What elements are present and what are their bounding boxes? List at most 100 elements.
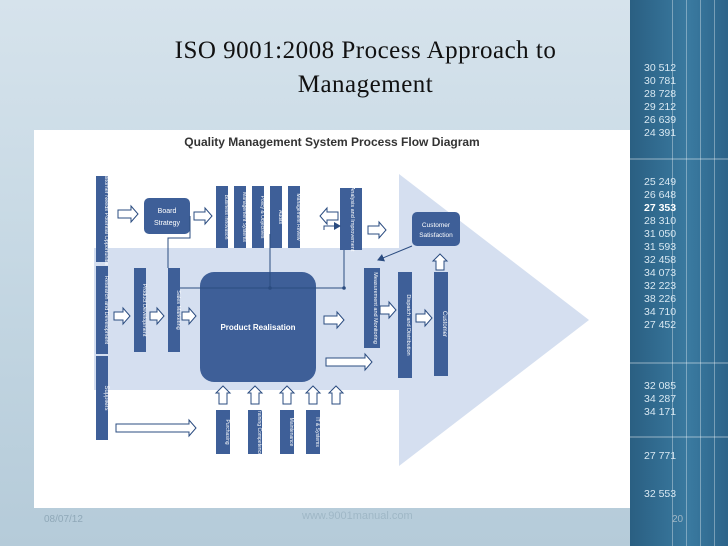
top-box: [288, 186, 300, 248]
top-box-label: Management Review: [295, 194, 301, 241]
top-box-label: Business Innovation: [223, 195, 229, 240]
diagram-heading: Quality Management System Process Flow D…: [184, 135, 479, 149]
ticker-value: 30 512: [644, 62, 677, 74]
flow-arrow: [117, 204, 139, 224]
label-sales-marketing: Sales Marketing: [175, 290, 181, 329]
label-research-development: Research and Development: [103, 276, 109, 345]
box-sales-marketing: [168, 268, 180, 352]
top-box-label: Policy & Objectives: [259, 196, 265, 239]
right-decor-panel: [630, 0, 728, 546]
label-product-development: Product Development: [141, 284, 147, 337]
box-product-development: [134, 268, 146, 352]
top-boxes-group: Business Innovation Management Systems Pol…: [216, 186, 301, 248]
ticker-value: 31 050: [644, 228, 677, 240]
box-board-strategy: [144, 198, 190, 234]
flow-arrow: [327, 385, 345, 405]
top-box: [216, 186, 228, 248]
flow-arrow: [115, 418, 197, 438]
flow-arrow: [325, 352, 373, 372]
junction-dot: [268, 286, 272, 290]
bottom-box-label: Maintenance: [288, 418, 294, 447]
slide-title: ISO 9001:2008 Process Approach to Manage…: [118, 34, 613, 102]
decor-band: [630, 158, 728, 160]
slide-title-line2: Management: [297, 71, 434, 98]
box-research-development: [96, 266, 108, 354]
ticker-value: 27 452: [644, 319, 677, 331]
ticker-value: 28 728: [644, 88, 677, 100]
bottom-box: [216, 410, 230, 454]
flow-arrow: [278, 385, 296, 405]
flow-arrow: [323, 310, 345, 330]
connector-arrow: [377, 245, 413, 262]
bottom-boxes-group: Purchasing Training Competence Maintenance…: [216, 408, 320, 456]
flow-arrow: [431, 253, 449, 271]
flow-arrow: [214, 385, 232, 405]
top-box: [234, 186, 246, 248]
process-flow-diagram: Quality Management System Process Flow D…: [34, 130, 630, 508]
ticker-value: 32 223: [644, 280, 677, 292]
bottom-box-label: Purchasing: [224, 419, 230, 444]
label-product-realisation: Product Realisation: [220, 323, 295, 332]
box-dispatch-distribution: [398, 272, 412, 378]
bottom-box-label: IT & Systems: [314, 417, 320, 447]
decor-line: [672, 0, 673, 546]
bottom-box-label: Training Competence: [256, 408, 262, 456]
ticker-value: 26 639: [644, 114, 677, 126]
flow-arrow: [181, 306, 197, 326]
slide-title-line1: ISO 9001:2008 Process Approach to: [174, 37, 557, 64]
diagram-svg: Quality Management System Process Flow D…: [94, 135, 589, 466]
ticker-value: 29 212: [644, 101, 677, 113]
box-measurement-monitoring: [364, 268, 380, 348]
ticker-value: 27 771: [644, 450, 677, 462]
ticker-value: 32 085: [644, 380, 677, 392]
ticker-value: 34 171: [644, 406, 677, 418]
ticker-value: 34 710: [644, 306, 677, 318]
flow-arrow: [304, 385, 322, 405]
box-suppliers: [96, 356, 108, 440]
ticker-value: 34 287: [644, 393, 677, 405]
flow-arrow: [246, 385, 264, 405]
box-product-realisation: [200, 272, 316, 382]
box-customer: [434, 272, 448, 376]
footer-url[interactable]: www.9001manual.com: [302, 510, 413, 522]
label-strategy: Strategy: [154, 220, 181, 227]
ticker-value: 28 310: [644, 215, 677, 227]
flow-arrow: [319, 206, 339, 226]
label-dispatch-distribution: Dispatch and Distribution: [405, 294, 411, 355]
label-customer: Customer: [422, 222, 451, 229]
label-customer-box: Customer: [441, 311, 447, 337]
label-analysis-improvement: Analysis and Improvement: [349, 187, 355, 252]
connector-line: [167, 216, 191, 268]
block-arrows-group: [113, 204, 449, 438]
bottom-box: [280, 410, 294, 454]
label-board: Board: [158, 208, 177, 215]
bottom-box: [248, 410, 262, 454]
junction-dot: [342, 286, 346, 290]
top-box: [252, 186, 264, 248]
flow-arrow: [113, 306, 131, 326]
ticker-value: 27 353: [644, 202, 677, 214]
top-box-label: Management Systems: [241, 192, 247, 242]
decor-band: [630, 362, 728, 364]
top-box-label: Audits: [277, 210, 283, 224]
flow-arrow: [415, 308, 433, 328]
box-customer-satisfaction: [412, 212, 460, 246]
page-number: 20: [672, 514, 684, 525]
ticker-value: 32 458: [644, 254, 677, 266]
label-satisfaction: Satisfaction: [419, 232, 453, 239]
box-analysis-improvement: [340, 188, 362, 250]
ticker-value: 24 391: [644, 127, 677, 139]
bottom-box: [306, 410, 320, 454]
decor-line: [686, 0, 687, 546]
ticker-value: 25 249: [644, 176, 677, 188]
ticker-value: 38 226: [644, 293, 677, 305]
decor-line: [714, 0, 715, 546]
ticker-value: 32 553: [644, 488, 677, 500]
label-suppliers: Suppliers: [103, 385, 109, 410]
ticker-value: 31 593: [644, 241, 677, 253]
top-box: [270, 186, 282, 248]
label-measurement-monitoring: Measurement and Monitoring: [372, 272, 378, 344]
flow-arrow: [379, 300, 397, 320]
flow-arrow: [193, 206, 213, 226]
ticker-value: 30 781: [644, 75, 677, 87]
